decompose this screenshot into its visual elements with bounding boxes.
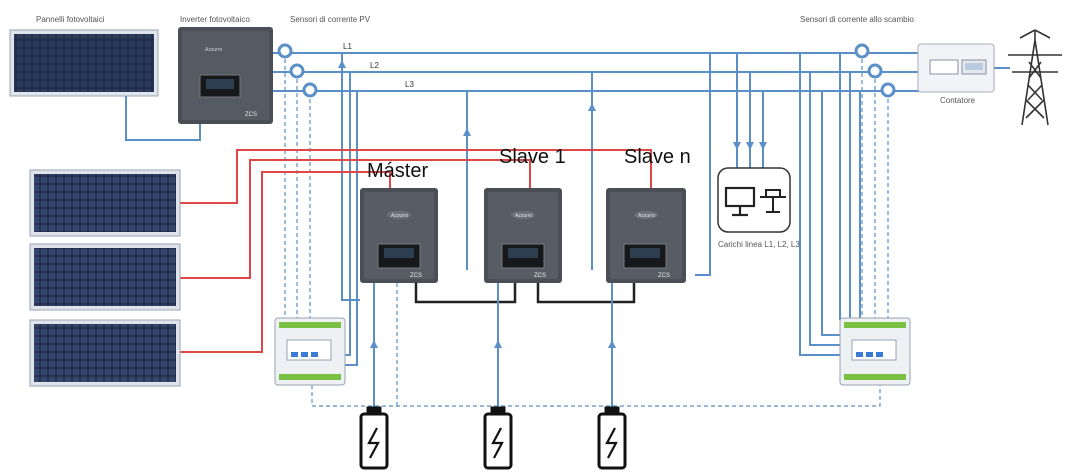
battery-icon [597, 406, 627, 470]
meter-label: Contatore [940, 96, 976, 105]
inverter-master: Azzurro ZCS [360, 188, 438, 283]
pv-inverter-label: Inverter fotovoltaico [180, 15, 250, 24]
slaven-label: Slave n [624, 146, 691, 168]
monitor-icon [724, 186, 756, 217]
pv-sensors-label: Sensori di corrente PV [290, 15, 371, 24]
inverter-slaven: Azzurro ZCS [606, 188, 686, 283]
exchange-current-sensors [854, 43, 896, 98]
slaven-zcs: ZCS [658, 273, 670, 279]
meter-device-left [274, 317, 346, 386]
sensor-wires [284, 52, 889, 407]
loads-label: Carichi linea L1, L2, L3 [718, 240, 800, 249]
pv-to-inverter-wire [125, 96, 201, 141]
pv-panels-label: Pannelli fotovoltaici [36, 15, 105, 24]
slave1-label: Slave 1 [499, 146, 566, 168]
battery-icon [483, 406, 513, 470]
ac-lines [272, 52, 935, 92]
line-l3-label: L3 [405, 80, 414, 89]
pv-current-sensors [277, 43, 318, 98]
pv-panel-2 [29, 243, 181, 311]
loads-box [717, 167, 791, 233]
comm-cables [414, 283, 636, 304]
line-l2-label: L2 [370, 61, 379, 70]
meter-device-right [839, 317, 911, 386]
exchange-sensors-label: Sensori di corrente allo scambio [800, 15, 914, 24]
grid-pylon-icon [1008, 29, 1062, 126]
pv-inverter-logo: Azzurro [205, 47, 222, 53]
pv-inverter-zcs: ZCS [245, 112, 257, 118]
inverter-slave1: Azzurro ZCS [484, 188, 562, 283]
pv-strings [180, 149, 652, 353]
master-zcs: ZCS [410, 273, 422, 279]
slave1-zcs: ZCS [534, 273, 546, 279]
pv-panel-1 [29, 169, 181, 237]
battery-icon [359, 406, 389, 470]
pv-panel-3 [29, 319, 181, 387]
pv-inverter: Azzurro ZCS [178, 27, 273, 124]
desk-icon [760, 189, 786, 213]
slaven-logo: Azzurro [638, 213, 655, 219]
energy-meter [917, 43, 995, 93]
master-logo: Azzurro [391, 213, 408, 219]
ac-drops [323, 53, 861, 366]
pv-panel-top [9, 29, 159, 97]
battery-cables [373, 283, 613, 412]
slave1-logo: Azzurro [515, 213, 532, 219]
master-label: Máster [367, 160, 428, 182]
line-l1-label: L1 [343, 42, 352, 51]
